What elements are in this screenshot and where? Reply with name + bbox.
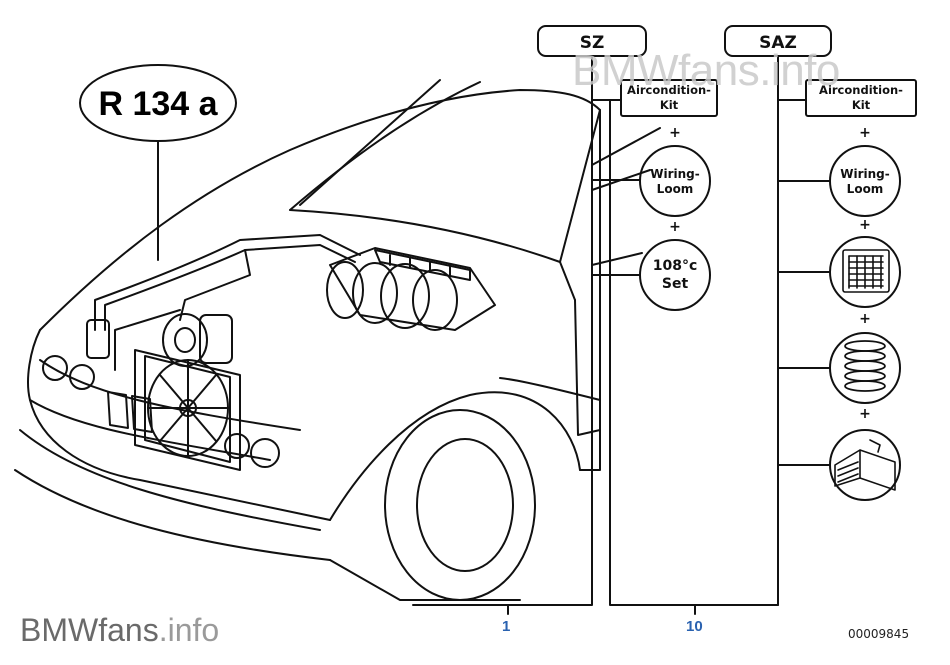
sz-wiring-label-2: Loom xyxy=(657,182,694,196)
watermark-bottom: BMWfans.info xyxy=(20,612,219,649)
saz-plus-1: + xyxy=(859,125,871,141)
sz-plus-2: + xyxy=(669,219,681,235)
callout-sz-number[interactable]: 1 xyxy=(502,618,511,635)
saz-wiring-label-2: Loom xyxy=(847,182,884,196)
saz-kit-label-2: Kit xyxy=(852,98,871,112)
watermark-top-brand: BMWfans xyxy=(572,46,760,95)
spring-icon xyxy=(844,340,886,392)
watermark-bottom-brand: BMWfans xyxy=(20,612,159,648)
sz-set-label-2: Set xyxy=(662,276,689,292)
saz-plus-4: + xyxy=(859,406,871,422)
saz-plus-3: + xyxy=(859,311,871,327)
car-illustration xyxy=(14,79,601,601)
saz-plus-2: + xyxy=(859,217,871,233)
refrigerant-label: R 134 a xyxy=(98,85,218,123)
sz-plus-1: + xyxy=(669,125,681,141)
sz-tree xyxy=(412,25,718,615)
ac-components xyxy=(86,234,496,471)
watermark-top-suffix: .info xyxy=(759,46,840,95)
bracket-icon xyxy=(834,439,896,491)
sz-kit-label-1: Aircondition- xyxy=(627,83,711,97)
sz-wiring-label-1: Wiring- xyxy=(650,167,700,181)
watermark-top: BMWfans.info xyxy=(572,46,840,96)
drawing-number: 00009845 xyxy=(848,627,910,641)
callout-saz-number[interactable]: 10 xyxy=(686,618,703,635)
saz-wiring-label-1: Wiring- xyxy=(840,167,890,181)
saz-kit-label-1: Aircondition- xyxy=(819,83,903,97)
watermark-bottom-suffix: .info xyxy=(158,612,220,648)
saz-tree xyxy=(609,25,917,615)
saz-header-label: SAZ xyxy=(759,33,797,53)
sz-kit-label-2: Kit xyxy=(660,98,679,112)
refrigerant-callout xyxy=(79,64,237,261)
radiator-icon xyxy=(842,249,890,293)
sz-set-label-1: 108°c xyxy=(653,258,698,274)
sz-header-label: SZ xyxy=(580,33,605,53)
